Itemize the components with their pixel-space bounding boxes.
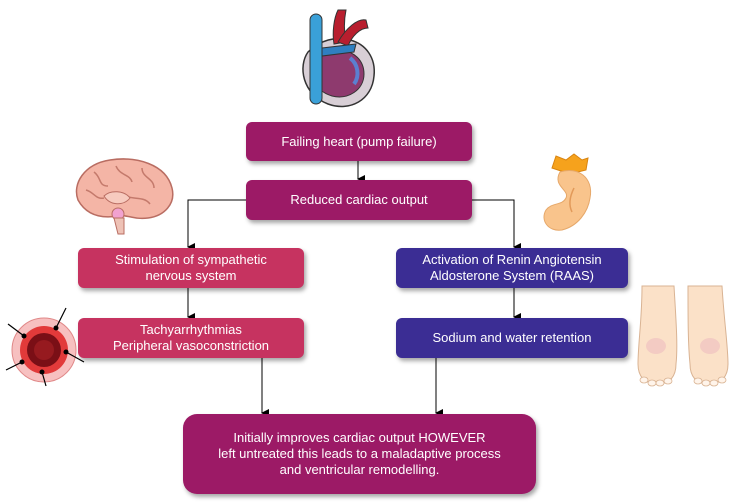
sympathetic-box: Stimulation of sympathetic nervous syste… <box>78 248 304 288</box>
tachyarrhythmias-box: Tachyarrhythmias Peripheral vasoconstric… <box>78 318 304 358</box>
raas-box: Activation of Renin Angiotensin Aldoster… <box>396 248 628 288</box>
outcome-box: Initially improves cardiac output HOWEVE… <box>183 414 536 494</box>
brain-illustration <box>75 158 174 235</box>
blood-vessel-illustration <box>5 307 85 387</box>
failing-heart-box: Failing heart (pump failure) <box>246 122 472 161</box>
arrow-output-to-sympathetic <box>187 199 246 251</box>
reduced-output-box: Reduced cardiac output <box>246 180 472 220</box>
sodium-retention-box: Sodium and water retention <box>396 318 628 358</box>
kidney-illustration <box>543 153 592 231</box>
heart-illustration <box>302 9 375 108</box>
arrow-output-to-raas <box>472 199 521 251</box>
swollen-feet-illustration <box>637 285 729 387</box>
